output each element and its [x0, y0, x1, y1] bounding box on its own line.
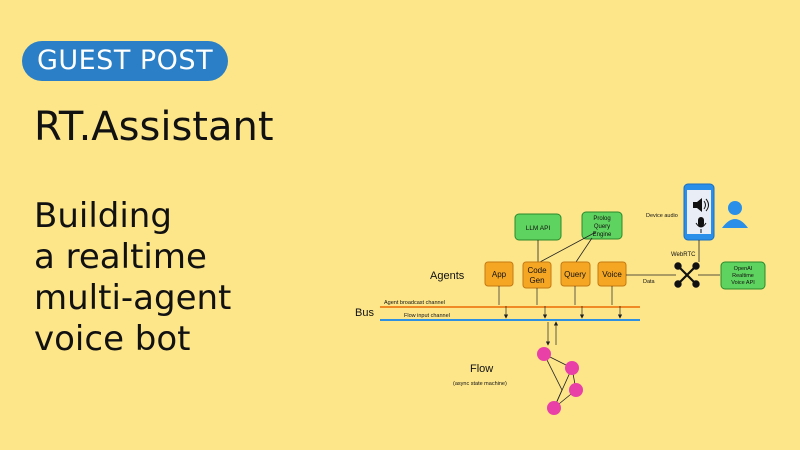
openai-label-1: OpenAI	[734, 266, 753, 272]
webrtc-label: WebRTC	[671, 252, 696, 258]
subtitle: Building a realtime multi-agent voice bo…	[34, 196, 231, 360]
webrtc-network-icon	[674, 262, 700, 288]
page-title: RT.Assistant	[34, 104, 274, 150]
user-icon	[728, 201, 742, 215]
llm-api-label: LLM API	[526, 225, 551, 232]
openai-label-3: Voice API	[731, 280, 755, 286]
codegen-label-2: Gen	[529, 276, 544, 285]
app-agent-label: App	[492, 270, 507, 279]
openai-label-2: Realtime	[732, 273, 754, 279]
flow-node	[569, 383, 583, 397]
prolog-label-3: Engine	[593, 232, 612, 238]
agents-label: Agents	[430, 270, 465, 282]
openai-realtime-box	[720, 261, 766, 290]
prolog-label-2: Query	[594, 224, 610, 230]
voice-agent-label: Voice	[602, 270, 622, 279]
flow-node	[565, 361, 579, 375]
prolog-engine-box	[581, 211, 623, 240]
subtitle-line-3: multi-agent	[34, 278, 232, 318]
microphone-icon	[698, 217, 704, 227]
flow-label: Flow	[470, 363, 493, 375]
flow-node	[547, 401, 561, 415]
query-agent-box	[560, 261, 591, 287]
subtitle-line-2: a realtime	[34, 237, 207, 277]
subtitle-line-1: Building	[34, 196, 172, 236]
prolog-label-1: Prolog	[593, 216, 610, 222]
query-agent-label: Query	[564, 270, 586, 279]
device-audio-label: Device audio	[646, 213, 678, 219]
bus-label: Bus	[355, 307, 374, 319]
codegen-label-1: Code	[527, 266, 547, 275]
data-label: Data	[643, 279, 656, 285]
subtitle-line-4: voice bot	[34, 319, 191, 359]
flow-node	[537, 347, 551, 361]
flow-input-channel-label: Flow input channel	[404, 313, 450, 319]
broadcast-channel-label: Agent broadcast channel	[384, 300, 445, 306]
guest-post-badge: GUEST POST	[22, 41, 228, 81]
flow-sublabel: (async state machine)	[453, 381, 507, 387]
speaker-icon	[693, 198, 702, 212]
